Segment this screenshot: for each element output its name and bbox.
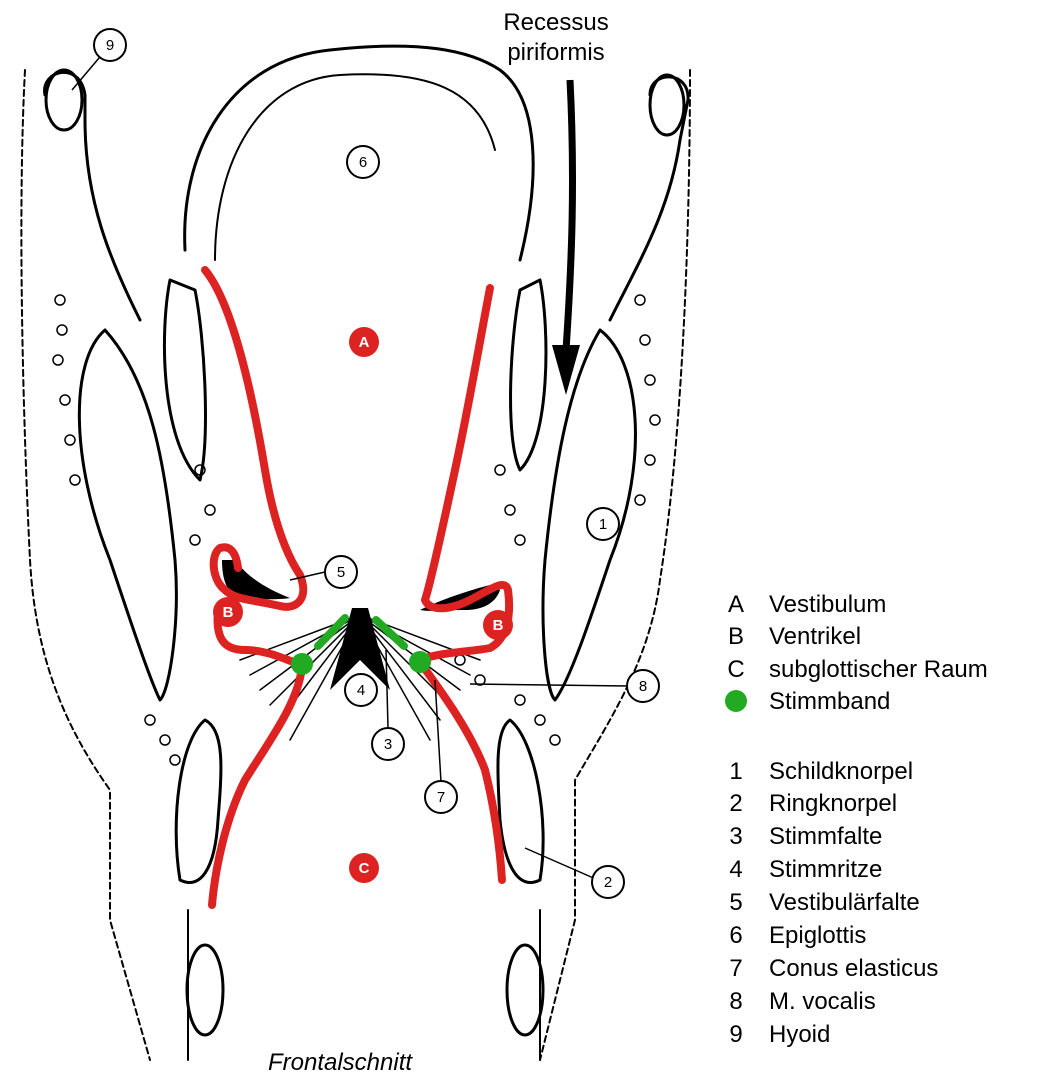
region-label-B-right: B: [483, 610, 513, 640]
legend-text-B: Ventrikel: [769, 623, 861, 650]
svg-text:4: 4: [357, 682, 365, 699]
number-label-8: 8: [627, 670, 659, 702]
svg-text:6: 6: [359, 154, 367, 171]
legend-key-C: C: [727, 656, 744, 683]
number-label-2: 2: [592, 866, 624, 898]
aryepiglottic-left: [164, 280, 205, 480]
legend-key-9: 9: [729, 1021, 742, 1048]
contour-left-vestibulum: [205, 270, 303, 607]
number-label-9: 9: [94, 29, 126, 61]
svg-text:8: 8: [639, 678, 647, 695]
number-label-1: 1: [587, 508, 619, 540]
vocal-cord-line-left: [318, 618, 345, 646]
legend-key-5: 5: [729, 889, 742, 916]
legend-key-2: 2: [729, 790, 742, 817]
legend-text-C: subglottischer Raum: [769, 656, 988, 683]
recessus-arrow: [552, 80, 580, 395]
svg-text:9: 9: [106, 37, 114, 54]
hyoid-left-bone: [46, 70, 82, 130]
thyroid-left: [79, 330, 176, 700]
legend-key-1: 1: [729, 758, 742, 785]
legend-text-2: Ringknorpel: [769, 790, 897, 817]
svg-text:B: B: [223, 604, 234, 621]
svg-text:5: 5: [337, 564, 345, 581]
legend-text-4: Stimmritze: [769, 856, 882, 883]
region-label-A: A: [349, 327, 379, 357]
legend-text-1: Schildknorpel: [769, 758, 913, 785]
hyoid-left: [45, 72, 140, 320]
legend-key-4: 4: [729, 856, 742, 883]
legend-text-5: Vestibulärfalte: [769, 889, 920, 916]
legend-text-7: Conus elasticus: [769, 955, 938, 982]
trachea-ring-right: [507, 945, 543, 1035]
contour-right-vestibulum: [420, 288, 509, 660]
svg-text:B: B: [493, 617, 504, 634]
number-label-5: 5: [325, 556, 357, 588]
recessus-label-line2: piriformis: [507, 39, 604, 66]
outer-outline-left: [21, 70, 150, 1060]
legend-text-stimmband: Stimmband: [769, 688, 890, 715]
number-label-4: 4: [345, 674, 377, 706]
legend-text-6: Epiglottis: [769, 922, 866, 949]
svg-text:7: 7: [437, 789, 445, 806]
hyoid-right: [610, 77, 688, 320]
hyoid-right-bone: [650, 75, 684, 135]
aryepiglottic-right: [511, 280, 546, 470]
vocal-cord-dot-right: [409, 651, 431, 673]
legend-key-8: 8: [729, 988, 742, 1015]
svg-text:A: A: [359, 334, 370, 351]
figure-caption: Frontalschnitt: [268, 1049, 413, 1076]
recessus-label-line1: Recessus: [503, 9, 608, 36]
region-label-B-left: B: [213, 597, 243, 627]
svg-text:2: 2: [604, 874, 612, 891]
number-label-3: 3: [372, 728, 404, 760]
legend-text-8: M. vocalis: [769, 988, 876, 1015]
cricoid-left: [176, 720, 221, 883]
legend-key-B: B: [728, 623, 744, 650]
svg-text:C: C: [359, 860, 370, 877]
legend-key-A: A: [728, 591, 744, 618]
legend-key-6: 6: [729, 922, 742, 949]
contour-right-subglottic: [420, 662, 502, 880]
legend-key-7: 7: [729, 955, 742, 982]
legend: A Vestibulum B Ventrikel C subglottische…: [725, 591, 988, 1048]
number-label-6: 6: [347, 146, 379, 178]
legend-text-3: Stimmfalte: [769, 823, 882, 850]
svg-text:1: 1: [599, 516, 607, 533]
legend-key-3: 3: [729, 823, 742, 850]
region-label-C: C: [349, 853, 379, 883]
trachea-ring-left: [187, 945, 223, 1035]
legend-text-9: Hyoid: [769, 1021, 830, 1048]
number-label-7: 7: [425, 781, 457, 813]
svg-text:3: 3: [384, 736, 392, 753]
vocal-cord-dot-left: [291, 653, 313, 675]
anatomy-drawing: [21, 46, 690, 1060]
legend-stimmband-dot: [725, 690, 747, 712]
legend-text-A: Vestibulum: [769, 591, 886, 618]
cricoid-right: [498, 720, 543, 883]
outer-outline-right: [540, 70, 690, 1060]
